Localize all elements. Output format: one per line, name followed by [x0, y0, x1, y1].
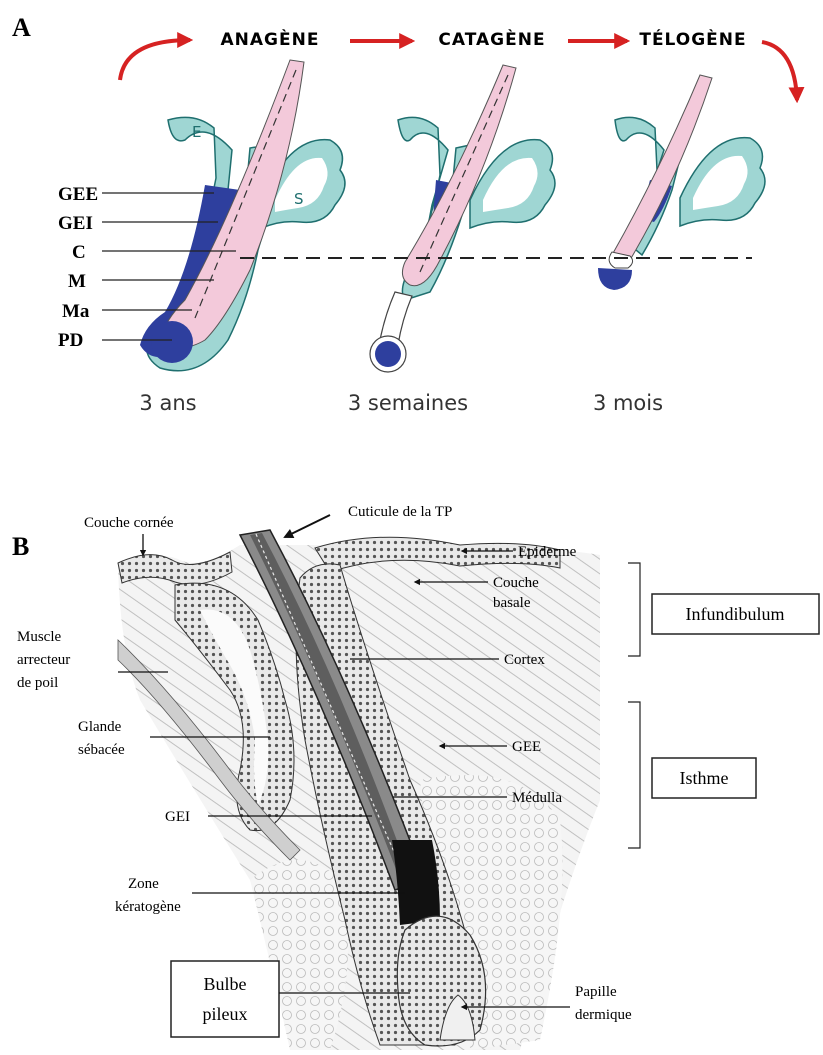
label-zone-1: Zone — [128, 876, 159, 892]
label-gei-b: GEI — [165, 809, 190, 825]
anagen-dermal-papilla — [151, 321, 193, 363]
panel-a: A ANAGÈNE CATAGÈNE TÉLOGÈNE E S — [12, 13, 797, 415]
phase-title-catagen: CATAGÈNE — [438, 28, 545, 50]
label-gee: GEE — [58, 184, 98, 205]
box-isthme-label: Isthme — [680, 768, 729, 788]
panel-b: B Couche cornée Cuticule de la TP Epi — [12, 504, 819, 1050]
label-glande-2: sébacée — [78, 742, 125, 758]
cycle-arrow-end — [762, 42, 797, 100]
label-cortex: Cortex — [504, 652, 545, 668]
box-infundibulum-label: Infundibulum — [686, 604, 785, 624]
label-zone-2: kératogène — [115, 899, 181, 915]
phase-title-telogen: TÉLOGÈNE — [639, 28, 746, 50]
label-m: M — [68, 271, 86, 292]
duration-catagen: 3 semaines — [348, 391, 468, 415]
label-ma: Ma — [62, 301, 90, 322]
panel-a-letter: A — [12, 13, 31, 42]
label-couche-basale-2: basale — [493, 595, 531, 611]
box-bulbe — [171, 961, 279, 1037]
label-c: C — [72, 242, 86, 263]
label-glande-1: Glande — [78, 719, 122, 735]
leader-cuticule — [285, 515, 330, 537]
cycle-arrow-start — [120, 40, 190, 80]
bracket-infundibulum — [628, 563, 640, 656]
label-gei: GEI — [58, 213, 93, 234]
label-papille-1: Papille — [575, 984, 617, 1000]
label-medulla: Médulla — [512, 790, 562, 806]
label-gee-b: GEE — [512, 739, 541, 755]
box-bulbe-label-2: pileux — [203, 1004, 248, 1024]
label-couche-basale-1: Couche — [493, 575, 539, 591]
label-pd: PD — [58, 330, 83, 351]
catagen-dermal-papilla — [375, 341, 401, 367]
anagen-follicle: E S — [140, 60, 345, 371]
panel-b-letter: B — [12, 532, 29, 561]
bracket-isthme — [628, 702, 640, 848]
telogen-dermal-papilla — [598, 268, 632, 290]
label-muscle-2: arrecteur — [17, 652, 70, 668]
phase-title-anagen: ANAGÈNE — [221, 28, 320, 50]
duration-telogen: 3 mois — [593, 391, 663, 415]
glyph-e: E — [192, 123, 201, 141]
duration-anagen: 3 ans — [139, 391, 196, 415]
label-epiderme: Epiderme — [518, 544, 577, 560]
label-couche-cornee: Couche cornée — [84, 515, 174, 531]
label-cuticule: Cuticule de la TP — [348, 504, 452, 520]
label-muscle-1: Muscle — [17, 629, 62, 645]
box-bulbe-label-1: Bulbe — [204, 974, 247, 994]
label-papille-2: dermique — [575, 1007, 632, 1023]
catagen-follicle — [370, 65, 555, 372]
label-muscle-3: de poil — [17, 675, 58, 691]
glyph-s: S — [294, 190, 304, 208]
